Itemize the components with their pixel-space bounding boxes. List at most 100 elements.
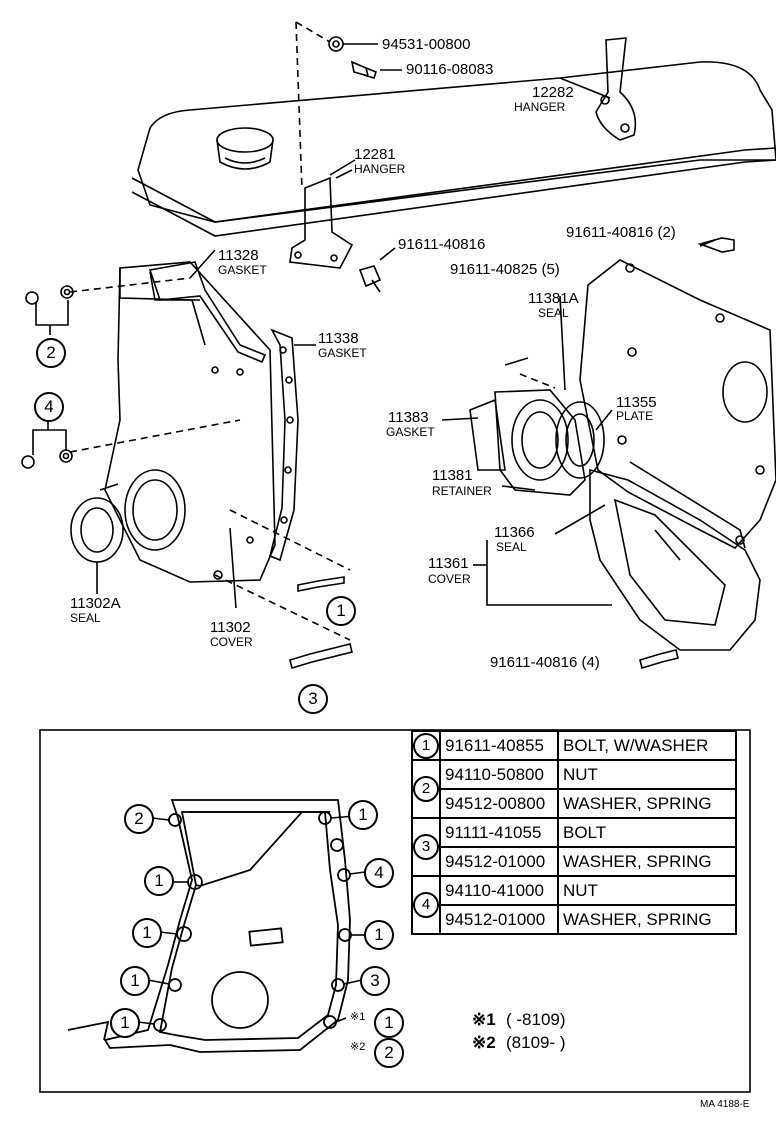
hanger-12282 [595,37,637,141]
note-1-range: ( -8109) [506,1010,566,1029]
legend-part: 91111-41055 [439,817,559,848]
marker-1-top: 1 [326,596,356,626]
detail-marker-4: 4 [364,858,394,888]
legend-num-3: 3 [413,834,439,860]
leaders-right [441,239,716,606]
detail-marker-2b: 2 [374,1038,404,1068]
legend-num-4: 4 [413,892,439,918]
label-seal11302a-nm: SEAL [70,611,101,625]
legend-row: 4 94110-41000 NUT [411,875,737,935]
legend-num-2: 2 [413,776,439,802]
label-gasket11328-pn: 11328 [218,247,259,264]
leaders [189,77,611,609]
detail-marker-1a: 1 [348,800,378,830]
detail-note-s2: ※2 [350,1041,366,1053]
legend-row: 3 91111-41055 BOLT [411,817,737,877]
label-seal11366-nm: SEAL [496,540,527,554]
timing-cover-11302 [104,261,276,583]
detail-cover-outline [67,799,352,1053]
label-seal11366-pn: 11366 [494,524,535,541]
detail-marker-2a: 2 [124,804,154,834]
legend-table: 1 91611-40855 BOLT, W/WASHER 2 94110-508… [411,730,737,935]
label-gasket11338-nm: GASKET [318,346,367,360]
legend-name: BOLT [557,817,737,848]
valve-cover [131,61,776,237]
label-cover11361-nm: COVER [428,572,471,586]
legend-part: 94110-41000 [439,875,559,906]
legend-name: WASHER, SPRING [557,904,737,935]
hanger-12281 [289,169,354,269]
bolt-bottom-right [639,649,679,670]
bolt-mid [358,247,396,293]
marker-2-top: 2 [36,338,66,368]
legend-row: 2 94110-50800 NUT [411,759,737,819]
legend-name: WASHER, SPRING [557,788,737,819]
legend-name: WASHER, SPRING [557,846,737,877]
marker-3-top: 3 [298,684,328,714]
label-seal11302a-pn: 11302A [70,595,121,612]
label-plate-nm: PLATE [616,409,654,423]
note-1-mark: ※1 [472,1010,496,1029]
marker-4-top: 4 [34,392,64,422]
label-plate-pn: 11355 [616,394,657,411]
label-gasket11383-nm: GASKET [386,425,435,439]
label-nut-top: 94531-00800 [382,36,471,53]
label-cover11361-pn: 11361 [428,555,469,572]
legend-name: NUT [557,875,737,906]
label-gasket11328-nm: GASKET [218,263,267,277]
label-hanger2-nm: HANGER [514,100,566,114]
detail-marker-1e: 1 [120,966,150,996]
label-retainer-pn: 11381 [432,467,473,484]
legend-row: 94512-01000 WASHER, SPRING [412,904,737,935]
legend-part: 91611-40855 [439,730,559,761]
bolt-3-exploded [289,643,353,670]
label-bolt-bottom: 91611-40816 (4) [490,654,600,671]
label-seal11381a-nm: SEAL [538,306,569,320]
nut-washer-4 [21,420,73,469]
seal-11302a [70,483,124,594]
legend-row: 94512-00800 WASHER, SPRING [412,788,737,819]
detail-note-s1: ※1 [350,1011,366,1023]
label-hanger1-pn: 12281 [354,146,396,163]
label-gasket11338-pn: 11338 [318,330,359,347]
detail-marker-3: 3 [360,966,390,996]
detail-leaders [137,815,366,1025]
legend-part: 94512-01000 [439,846,559,877]
bolt-top-right [697,237,735,253]
gasket-11328 [148,261,267,364]
detail-marker-1d: 1 [364,920,394,950]
label-bolt-5: 91611-40825 (5) [450,261,560,278]
detail-marker-1g: 1 [374,1008,404,1038]
leader-dashed [69,21,556,641]
bolt-1-exploded [297,576,345,592]
cover-11361 [589,461,761,651]
label-retainer-nm: RETAINER [432,484,492,498]
label-hanger1-nm: HANGER [354,162,406,176]
gasket-11338 [269,328,299,562]
legend-part: 94110-50800 [439,759,559,790]
label-seal11381a-pn: 11381A [528,290,579,307]
plate-11355 [579,259,776,549]
legend-num-1: 1 [413,732,439,759]
retainer-11381 [469,357,605,496]
detail-frame [39,729,751,1093]
note-2-mark: ※2 [472,1033,496,1052]
legend-part: 94512-00800 [439,788,559,819]
detail-marker-1f: 1 [110,1008,140,1038]
legend-part: 94512-01000 [439,904,559,935]
detail-marker-1b: 1 [144,866,174,896]
label-bolt-rt: 91611-40816 (2) [566,224,676,241]
legend-row: 94512-01000 WASHER, SPRING [412,846,737,877]
label-cover11302-nm: COVER [210,635,253,649]
nut-stud-top [328,36,402,79]
legend-name: NUT [557,759,737,790]
label-gasket11383-pn: 11383 [388,409,429,426]
label-hanger2-pn: 12282 [532,84,574,101]
legend-name: BOLT, W/WASHER [557,730,737,761]
detail-marker-1c: 1 [132,918,162,948]
label-stud-top: 90116-08083 [406,61,494,78]
nut-washer-2 [25,285,74,335]
label-bolt-mid: 91611-40816 [398,236,486,253]
label-cover11302-pn: 11302 [210,619,251,636]
